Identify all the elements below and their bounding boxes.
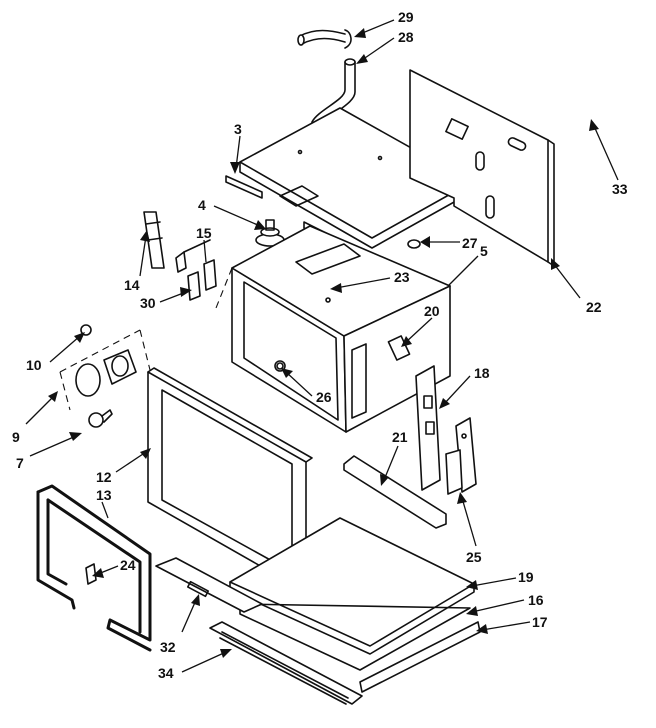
callout-14: 14 — [124, 277, 140, 293]
bracket-15 — [175, 239, 217, 291]
callout-17: 17 — [532, 614, 548, 630]
back-panel — [409, 69, 555, 267]
side-bracket-14 — [143, 211, 165, 269]
callout-18: 18 — [474, 365, 490, 381]
kick-panel-grille — [209, 621, 363, 705]
clip-30 — [187, 271, 201, 301]
callout-21: 21 — [392, 429, 408, 445]
bottom-rail — [343, 455, 447, 529]
light-bulb — [88, 409, 113, 428]
callout-33: 33 — [612, 181, 628, 197]
side-rail — [415, 365, 441, 491]
callout-30: 30 — [140, 295, 156, 311]
callout-labels: 29 28 3 33 4 27 5 15 14 23 22 30 20 10 2… — [12, 9, 628, 681]
callout-9: 9 — [12, 429, 20, 445]
callout-20: 20 — [424, 303, 440, 319]
callout-10: 10 — [26, 357, 42, 373]
callout-4: 4 — [198, 197, 206, 213]
door-gasket — [36, 484, 152, 652]
callout-7: 7 — [16, 455, 24, 471]
callout-12: 12 — [96, 469, 112, 485]
callout-19: 19 — [518, 569, 534, 585]
door-bottom-trim — [155, 557, 263, 613]
callout-28: 28 — [398, 29, 414, 45]
callout-24: 24 — [120, 557, 136, 573]
callout-26: 26 — [316, 389, 332, 405]
callout-25: 25 — [466, 549, 482, 565]
door-hinge — [445, 417, 477, 495]
hole-26 — [276, 362, 284, 370]
callout-27: 27 — [462, 235, 478, 251]
latch-clip — [85, 563, 97, 585]
callout-13: 13 — [96, 487, 112, 503]
callout-29: 29 — [398, 9, 414, 25]
light-housing — [59, 329, 151, 411]
oven-cavity — [215, 225, 451, 433]
callout-32: 32 — [160, 639, 176, 655]
callout-15: 15 — [196, 225, 212, 241]
callout-16: 16 — [528, 592, 544, 608]
callout-5: 5 — [480, 243, 488, 259]
callout-3: 3 — [234, 121, 242, 137]
callout-34: 34 — [158, 665, 174, 681]
callout-23: 23 — [394, 269, 410, 285]
grommet — [407, 239, 421, 249]
socket-10 — [80, 324, 92, 336]
callout-22: 22 — [586, 299, 602, 315]
leader-lines — [25, 19, 619, 673]
